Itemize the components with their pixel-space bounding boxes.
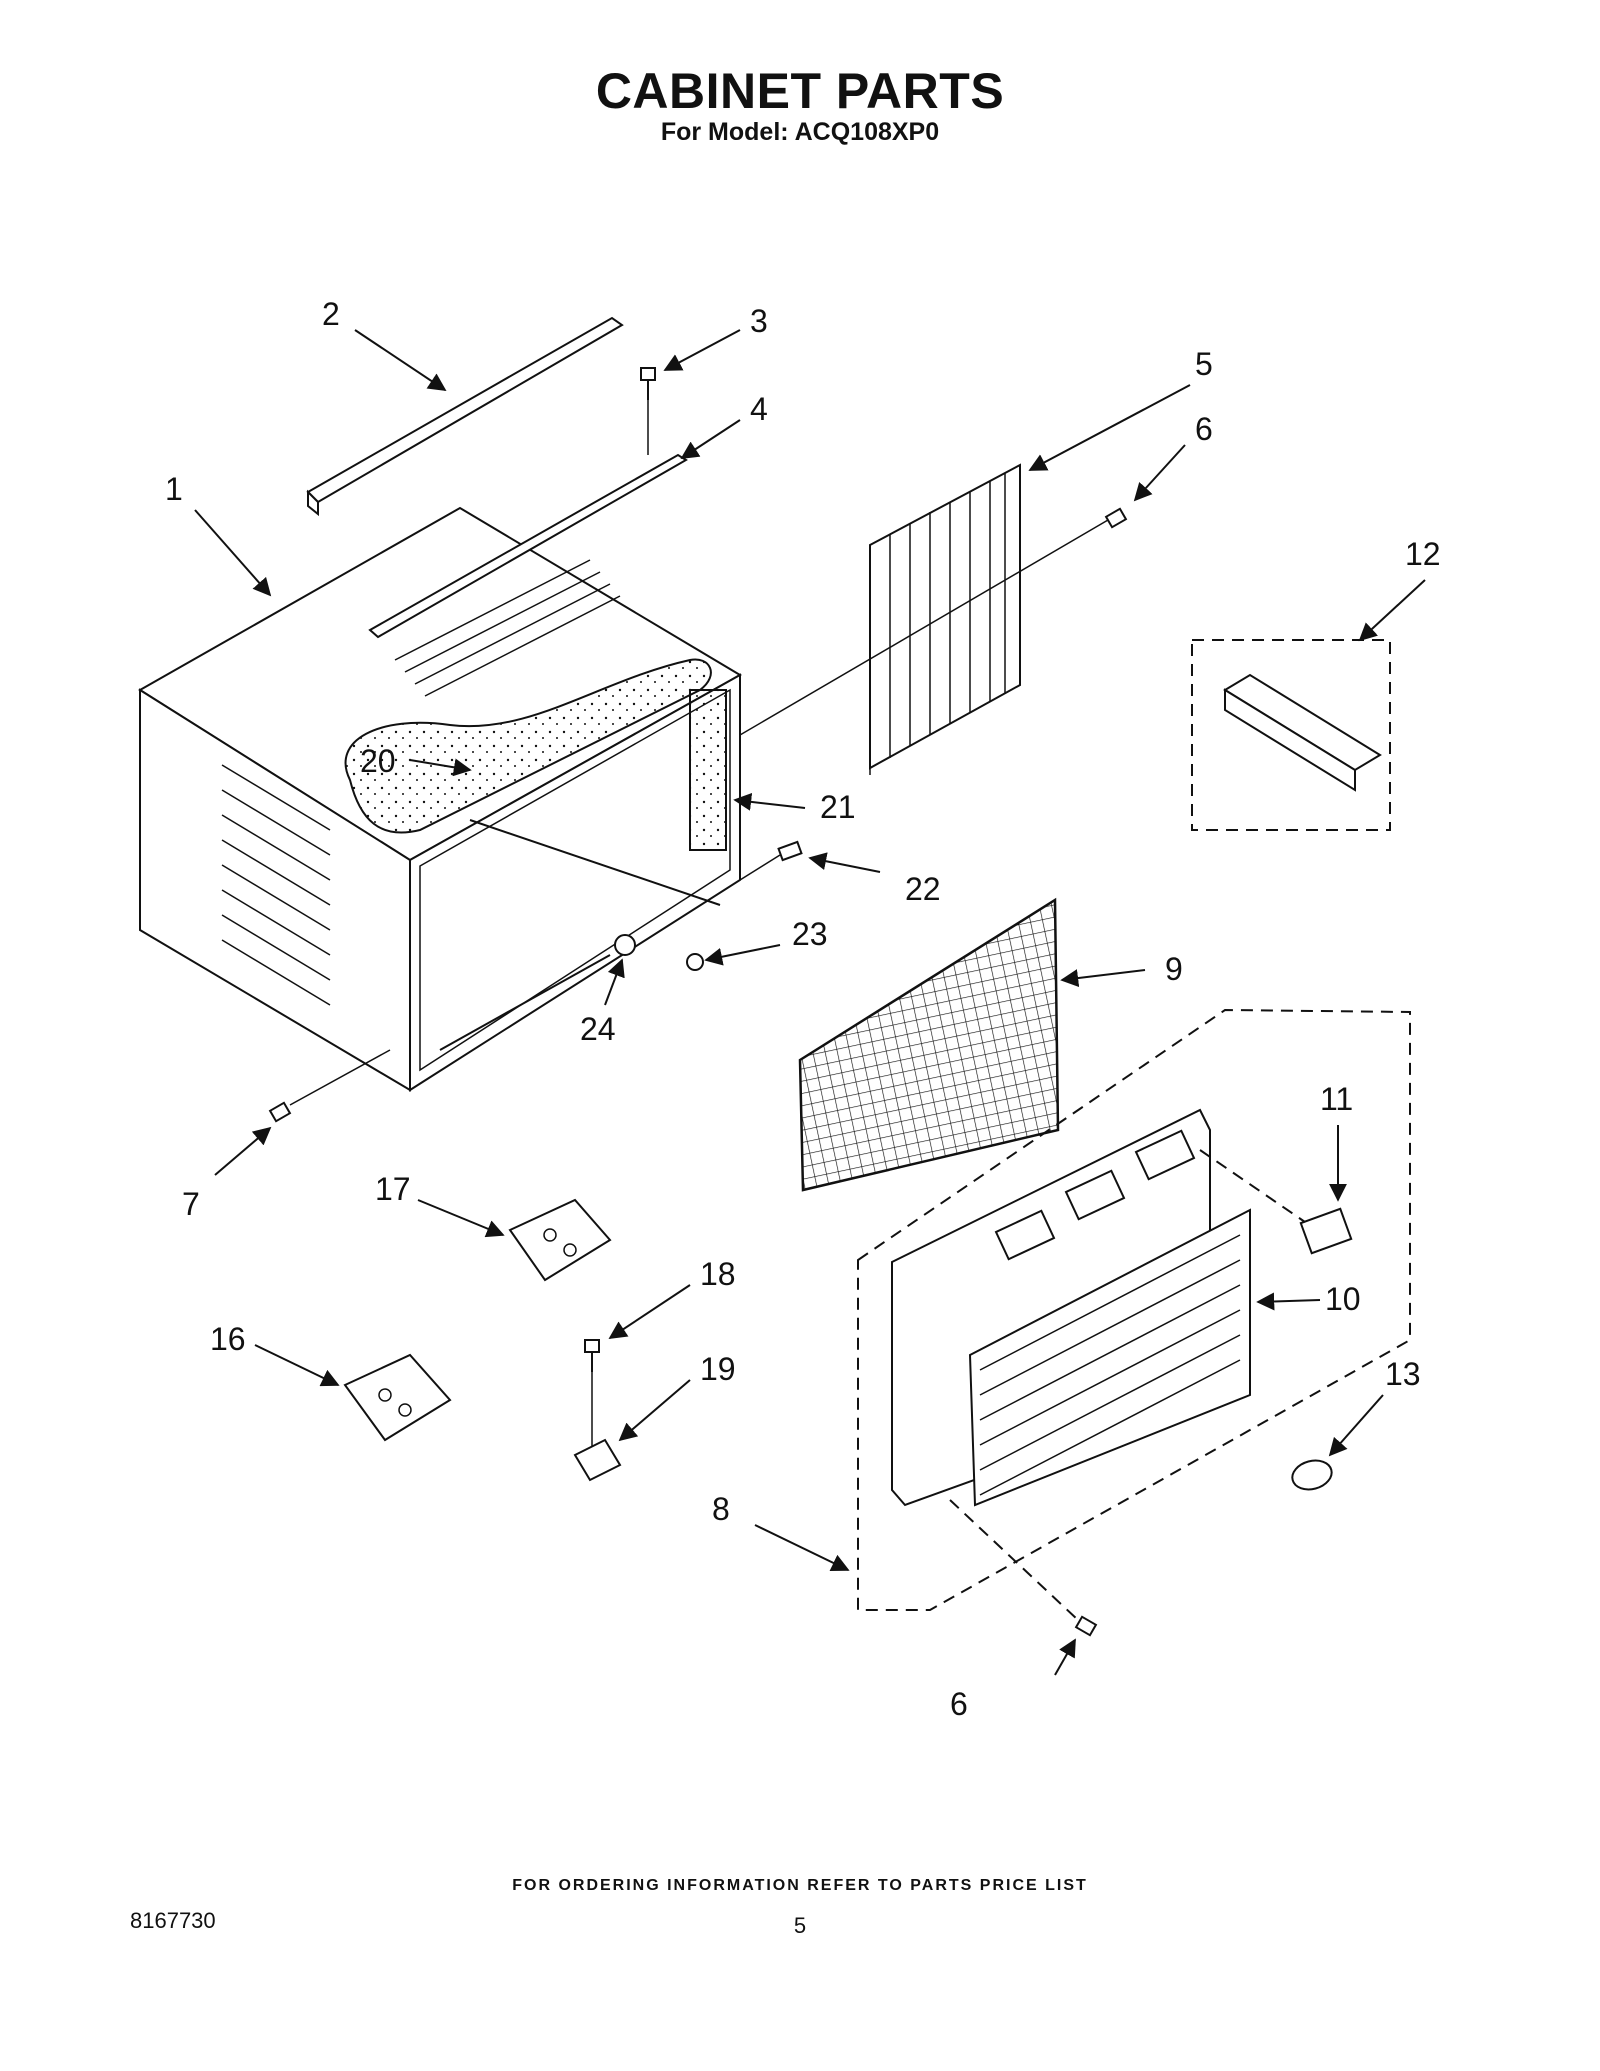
air-filter-part (798, 897, 1060, 1192)
page-title: CABINET PARTS (595, 63, 1005, 119)
bracket-part-16 (343, 1353, 452, 1442)
callout-21: 21 (820, 789, 856, 825)
callout-4: 4 (750, 391, 768, 427)
screw-part-3 (640, 367, 656, 455)
callout-19: 19 (700, 1351, 736, 1387)
callout-10: 10 (1325, 1281, 1361, 1317)
callout-24: 24 (580, 1011, 616, 1047)
callout-2: 2 (322, 296, 340, 332)
callout-leaders (194, 329, 1426, 1676)
callout-9: 9 (1165, 951, 1183, 987)
callout-22: 22 (905, 871, 941, 907)
grommet-part-24 (614, 934, 636, 956)
callout-3: 3 (750, 303, 768, 339)
callout-12: 12 (1405, 536, 1441, 572)
rear-grille-part (869, 463, 1021, 775)
callout-labels: 1 2 3 4 5 6 6 7 8 9 10 11 12 13 16 17 18… (165, 296, 1441, 1722)
callout-5: 5 (1195, 346, 1213, 382)
screw-part-22 (739, 840, 803, 881)
seal-part (1291, 1459, 1333, 1491)
callout-6-lower: 6 (950, 1686, 968, 1722)
cabinet-part (138, 506, 742, 1092)
callout-13: 13 (1385, 1356, 1421, 1392)
screw-part-7 (268, 1049, 391, 1123)
callout-8: 8 (712, 1491, 730, 1527)
washer-part-23 (686, 953, 704, 971)
callout-23: 23 (792, 916, 828, 952)
callout-17: 17 (375, 1171, 411, 1207)
vent-part (1199, 1149, 1353, 1255)
callout-11: 11 (1320, 1081, 1353, 1117)
ordering-note: FOR ORDERING INFORMATION REFER TO PARTS … (512, 1877, 1088, 1894)
callout-20: 20 (360, 743, 396, 779)
callout-7: 7 (182, 1186, 200, 1222)
screw-part-6-upper (739, 507, 1128, 736)
document-number: 8167730 (130, 1908, 216, 1933)
page-number: 5 (793, 1913, 807, 1938)
front-panel-assembly (857, 1008, 1411, 1611)
top-rail-part (306, 316, 624, 517)
bracket-part-19 (573, 1438, 622, 1482)
callout-16: 16 (210, 1321, 246, 1357)
cabinet-top-louvers (394, 559, 621, 697)
callout-6-upper: 6 (1195, 411, 1213, 447)
model-subtitle: For Model: ACQ108XP0 (660, 118, 940, 146)
callout-1: 1 (165, 471, 183, 507)
bracket-part-17 (508, 1198, 612, 1282)
cabinet-side-louvers (221, 764, 331, 1006)
callout-18: 18 (700, 1256, 736, 1292)
strip-part (368, 453, 688, 639)
screw-part-18 (584, 1339, 600, 1450)
screw-part-6-lower (949, 1499, 1098, 1637)
remote-control-part (1191, 639, 1391, 831)
front-panel-louvers (979, 1234, 1241, 1496)
